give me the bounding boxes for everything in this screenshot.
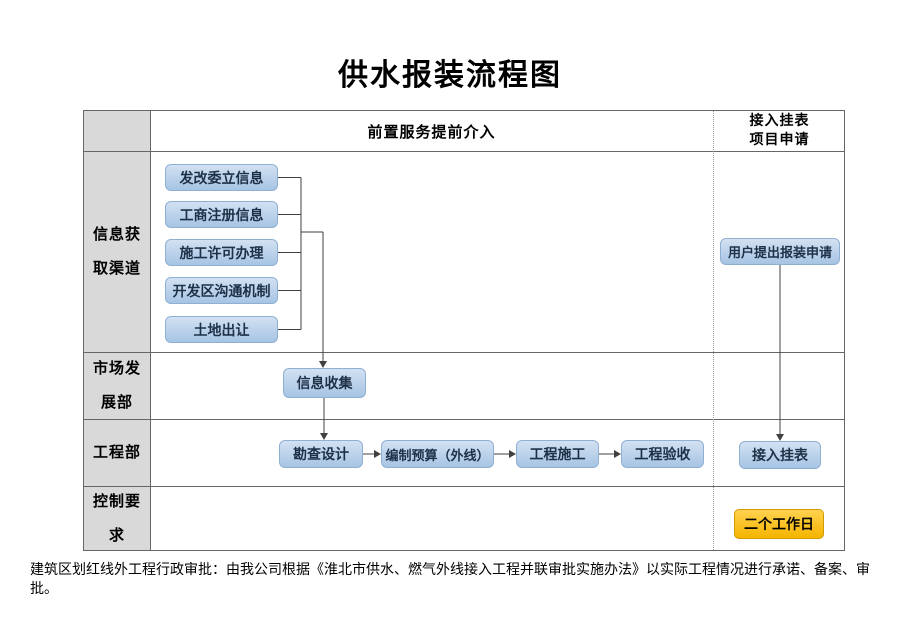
grid-line-row3-bottom — [84, 486, 844, 487]
box-duration-two-workdays: 二个工作日 — [734, 509, 824, 539]
construction-to-acceptance-arrow — [599, 450, 621, 458]
survey-to-budget-arrow — [363, 450, 381, 458]
row-label-info-line1: 信息获 — [92, 226, 141, 243]
box-meter-connection: 接入挂表 — [739, 441, 821, 469]
grid-line-row1-bottom — [84, 352, 844, 353]
grid-line-header-bottom — [84, 151, 844, 152]
row-label-control-line1: 控制要 — [92, 494, 141, 510]
box-business-registration: 工商注册信息 — [165, 201, 278, 228]
grid-line-label-column — [150, 111, 151, 550]
row-label-market-line2: 展部 — [100, 394, 133, 411]
row-label-engineering-dept: 工程部 — [84, 419, 150, 486]
box-acceptance: 工程验收 — [621, 440, 704, 468]
box-land-transfer: 土地出让 — [165, 316, 278, 343]
header-meter-line2: 项目申请 — [749, 133, 810, 148]
row-label-control-line2: 求 — [108, 528, 125, 544]
header-front-service: 前置服务提前介入 — [367, 124, 496, 141]
header-meter-line1: 接入挂表 — [749, 114, 810, 129]
row-label-market-dept: 市场发 展部 — [84, 352, 150, 419]
box-construction: 工程施工 — [516, 440, 599, 468]
footnote-text: 建筑区划红线外工程行政审批：由我公司根据《淮北市供水、燃气外线接入工程并联审批实… — [30, 563, 870, 597]
budget-to-construction-arrow — [494, 450, 516, 458]
row-label-column — [84, 111, 150, 550]
dotted-column-divider — [713, 111, 714, 550]
box-ndrc-project-info: 发改委立信息 — [165, 164, 278, 191]
apply-to-meter-arrow — [776, 265, 784, 441]
box-survey-design: 勘查设计 — [279, 440, 363, 468]
box-budget-outline: 编制预算（外线） — [381, 440, 494, 468]
row-label-engineering-line1: 工程部 — [92, 444, 141, 461]
row-label-info-line2: 取渠道 — [92, 260, 141, 277]
page-title: 供水报装流程图 — [338, 59, 562, 92]
box-info-collection: 信息收集 — [283, 368, 366, 398]
header-meter-application: 接入挂表 项目申请 — [713, 111, 846, 151]
row-label-control-req: 控制要 求 — [84, 486, 150, 552]
box-user-application: 用户提出报装申请 — [720, 238, 840, 265]
row-label-market-line1: 市场发 — [92, 360, 141, 377]
flowchart-table: 前置服务提前介入 接入挂表 项目申请 信息获 取渠道 市场发 展部 工程部 控制… — [83, 110, 845, 551]
row-label-info-channels: 信息获 取渠道 — [84, 151, 150, 352]
info-source-connectors — [278, 177, 327, 368]
box-devzone-communication: 开发区沟通机制 — [165, 277, 278, 304]
box-construction-permit: 施工许可办理 — [165, 239, 278, 266]
grid-line-row2-bottom — [84, 419, 844, 420]
